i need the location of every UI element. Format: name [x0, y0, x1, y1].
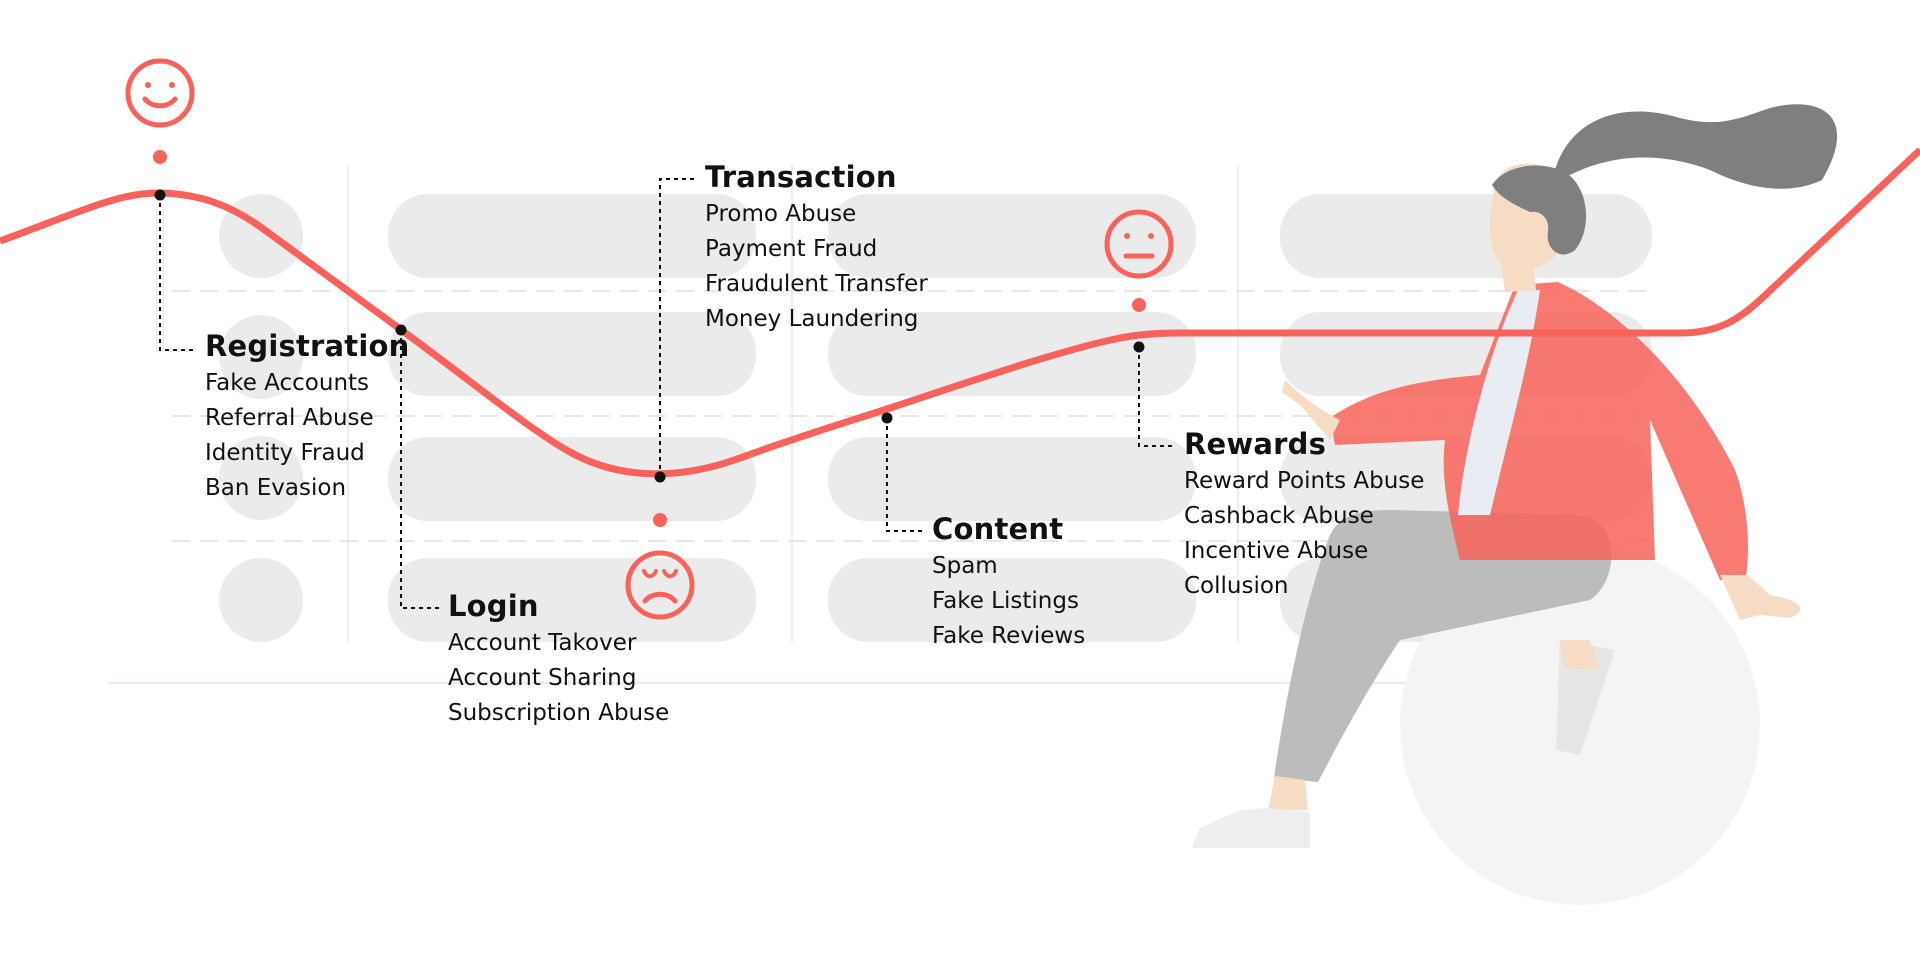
stage-item: Spam	[932, 553, 998, 579]
connector-registration	[159, 195, 196, 351]
connector-login	[400, 330, 440, 609]
stage-item: Cashback Abuse	[1184, 503, 1374, 529]
connector-content	[886, 418, 922, 532]
stage-item: Subscription Abuse	[448, 700, 670, 726]
placeholder-bar	[828, 312, 1196, 396]
stage-item: Incentive Abuse	[1184, 538, 1369, 564]
stage-item: Reward Points Abuse	[1184, 468, 1425, 494]
stage-title: Registration	[205, 329, 410, 363]
mood-dot	[153, 150, 167, 164]
stage-item: Ban Evasion	[205, 475, 347, 501]
placeholder-bar	[388, 194, 756, 278]
stage-item: Account Sharing	[448, 665, 637, 691]
stage-title: Rewards	[1184, 427, 1327, 461]
point-registration	[154, 189, 166, 201]
sad-face-icon	[625, 550, 695, 620]
placeholder-bar	[388, 437, 756, 521]
stage-item: Identity Fraud	[205, 440, 365, 466]
point-content	[881, 412, 893, 424]
stage-rewards: Rewards Reward Points Abuse Cashback Abu…	[1184, 426, 1424, 604]
placeholder-circle	[219, 436, 303, 520]
stage-item: Promo Abuse	[705, 201, 857, 227]
point-login	[395, 324, 407, 336]
journey-curve	[0, 147, 1920, 478]
point-transaction	[654, 471, 666, 483]
woman-on-exercise-ball-icon	[1192, 104, 1838, 848]
stage-content: Content Spam Fake Listings Fake Reviews	[932, 511, 1085, 654]
stage-item: Account Takover	[448, 630, 637, 656]
stage-title: Transaction	[705, 160, 897, 194]
placeholder-bar	[828, 194, 1196, 278]
placeholder-circle	[219, 558, 303, 642]
stage-registration: Registration Fake Accounts Referral Abus…	[205, 328, 409, 506]
stage-item: Referral Abuse	[205, 405, 374, 431]
stage-item: Collusion	[1184, 573, 1289, 599]
stage-item: Fake Accounts	[205, 370, 370, 396]
stage-title: Login	[448, 589, 539, 623]
placeholder-circle	[219, 315, 303, 399]
happy-face-icon	[125, 58, 195, 128]
stage-item: Fake Listings	[932, 588, 1079, 614]
connector-transaction	[659, 178, 698, 477]
stage-item: Fraudulent Transfer	[705, 271, 928, 297]
neutral-face-icon	[1104, 209, 1174, 279]
stage-item: Fake Reviews	[932, 623, 1086, 649]
placeholder-bar	[828, 437, 1196, 521]
mood-dot	[653, 513, 667, 527]
point-rewards	[1133, 341, 1145, 353]
journey-points	[154, 189, 1145, 483]
stage-transaction: Transaction Promo Abuse Payment Fraud Fr…	[705, 159, 928, 337]
placeholder-bar	[388, 558, 756, 642]
stage-item: Money Laundering	[705, 306, 919, 332]
placeholder-bar	[388, 312, 756, 396]
connectors	[159, 178, 1176, 609]
stage-login: Login Account Takover Account Sharing Su…	[448, 588, 669, 731]
placeholder-bar	[828, 558, 1196, 642]
mood-dot	[1132, 298, 1146, 312]
stage-title: Content	[932, 512, 1064, 546]
placeholder-bar	[1280, 194, 1652, 278]
connector-rewards	[1138, 347, 1176, 447]
stage-item: Payment Fraud	[705, 236, 878, 262]
